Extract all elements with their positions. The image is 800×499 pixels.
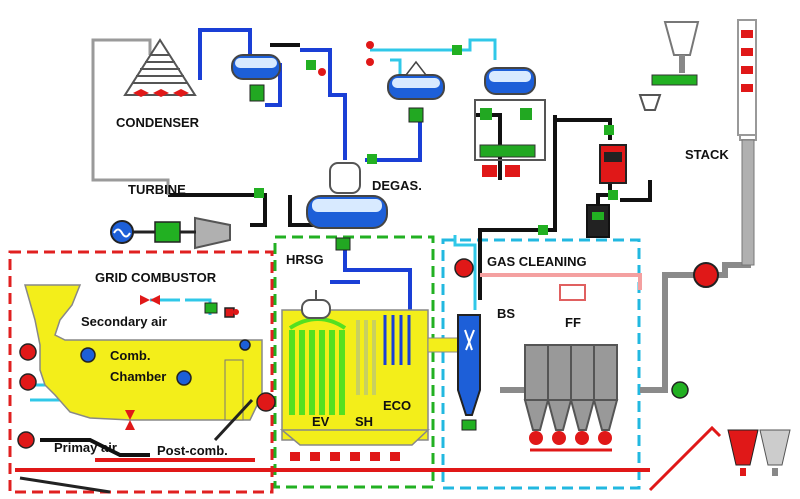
gas-cleaning: GAS CLEANING BS FF	[454, 254, 619, 452]
valve-icon	[608, 190, 618, 200]
fan-icon	[454, 258, 474, 278]
reactor-unit	[586, 144, 627, 238]
ff-label: FF	[565, 315, 581, 330]
condenser-fan-row	[133, 89, 189, 97]
condenser-label: CONDENSER	[116, 115, 200, 130]
sh-label: SH	[355, 414, 373, 429]
degasser-vessel: DEGAS.	[306, 162, 422, 251]
valve-icon	[233, 309, 239, 315]
comb-label: Comb.	[110, 348, 150, 363]
grate-conveyor	[15, 458, 650, 494]
valve-icon	[367, 154, 377, 164]
bag-scrubber	[457, 314, 481, 416]
combustor-fans	[17, 307, 276, 449]
turbine-set: TURBINE	[110, 182, 231, 250]
secondary-air-label: Secondary air	[81, 314, 167, 329]
fan-icon	[19, 373, 37, 391]
valve-icon	[318, 68, 326, 76]
superheater-tubes	[356, 320, 376, 395]
feedwater-drum	[231, 54, 281, 102]
flue-duct-hrsg-to-bs	[427, 337, 459, 353]
turbine-label: TURBINE	[128, 182, 186, 197]
fan-icon	[693, 262, 719, 288]
valve-icon	[366, 58, 374, 66]
ev-label: EV	[312, 414, 330, 429]
valve-icon	[254, 188, 264, 198]
stack-body	[741, 139, 755, 266]
valve-icon	[675, 385, 685, 395]
valve-icon	[452, 45, 462, 55]
bs-label: BS	[497, 306, 515, 321]
fan-icon	[256, 392, 276, 412]
valves	[233, 41, 685, 395]
air-ducts	[480, 273, 642, 301]
storage-drum	[474, 67, 546, 177]
grid-combustor-label: GRID COMBUSTOR	[95, 270, 217, 285]
stack-label: STACK	[685, 147, 729, 162]
residue-containers	[648, 425, 791, 492]
reagent-silo	[638, 21, 700, 111]
filter-rotary-valves	[529, 431, 612, 445]
chamber-label: Chamber	[110, 369, 166, 384]
stack: STACK	[685, 19, 757, 162]
valve-icon	[538, 225, 548, 235]
valve-icon	[306, 60, 316, 70]
fan-icon	[17, 431, 35, 449]
post-comb-label: Post-comb.	[157, 443, 228, 458]
hrsg-ash-hoppers	[290, 452, 400, 461]
condenser: CONDENSER	[116, 38, 200, 130]
eco-label: ECO	[383, 398, 411, 413]
primary-air-label: Primay air	[54, 440, 117, 455]
evaporator-tubes	[289, 330, 345, 415]
gas-cleaning-label: GAS CLEANING	[487, 254, 587, 269]
economizer-tubes	[383, 315, 411, 365]
deaerator-drum-top	[387, 60, 445, 123]
hrsg-label: HRSG	[286, 252, 324, 267]
degas-label: DEGAS.	[372, 178, 422, 193]
valve-icon	[604, 125, 614, 135]
zone-grid-combustor	[8, 250, 274, 494]
grid-combustor: GRID COMBUSTOR Secondary air Comb. Chamb…	[24, 270, 263, 458]
hrsg: HRSG EV SH ECO	[279, 252, 430, 461]
zone-hrsg	[273, 235, 435, 489]
condensate-return-line	[91, 38, 170, 195]
valve-icon	[366, 41, 374, 49]
fan-icon	[19, 343, 37, 361]
secondary-air-valves	[125, 295, 218, 430]
